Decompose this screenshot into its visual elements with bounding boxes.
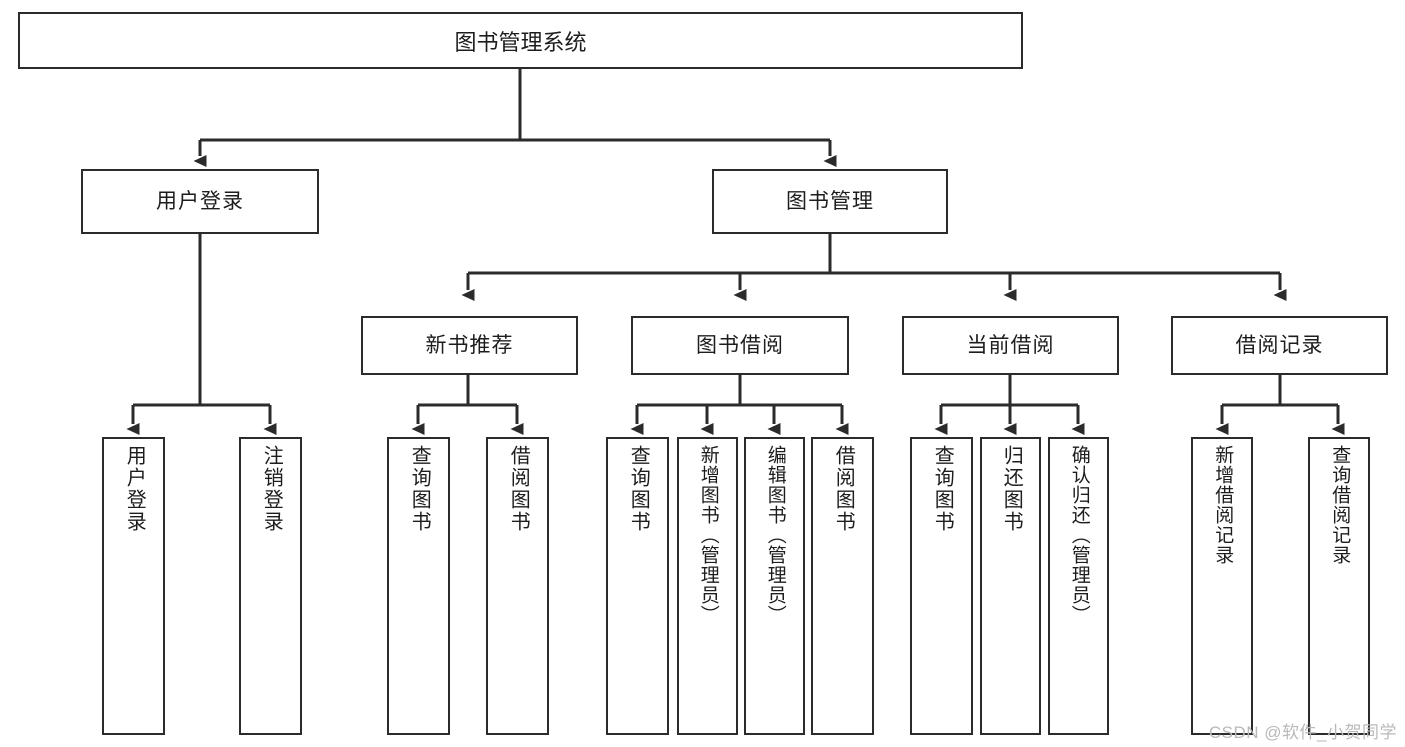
- node-label: 当前借阅: [966, 333, 1055, 357]
- node-label: 确认归还（管理员）: [1068, 445, 1090, 625]
- leaf-user-login-login[interactable]: 用户登录: [102, 437, 165, 735]
- leaf-recommend-borrow-book[interactable]: 借阅图书: [486, 437, 549, 735]
- node-root-system[interactable]: 图书管理系统: [18, 12, 1023, 69]
- node-label: 图书管理: [786, 189, 874, 213]
- node-new-book-recommend[interactable]: 新书推荐: [361, 316, 578, 375]
- node-label: 图书借阅: [696, 333, 784, 357]
- node-current-borrow[interactable]: 当前借阅: [902, 316, 1119, 375]
- leaf-borrow-borrow-book[interactable]: 借阅图书: [811, 437, 874, 735]
- node-label: 用户登录: [156, 189, 244, 213]
- node-label: 查询图书: [408, 445, 431, 533]
- watermark: CSDN @软件_小贺同学: [1208, 723, 1397, 742]
- node-user-login[interactable]: 用户登录: [81, 169, 319, 234]
- node-label: 编辑图书（管理员）: [764, 445, 786, 625]
- node-label: 查询图书: [627, 445, 650, 533]
- node-label: 新书推荐: [425, 333, 514, 357]
- node-label: 图书管理系统: [454, 29, 587, 55]
- leaf-borrow-add-book-admin[interactable]: 新增图书（管理员）: [677, 437, 738, 735]
- node-label: 借阅图书: [507, 445, 530, 533]
- node-label: 归还图书: [1000, 445, 1023, 533]
- node-label: 新增图书（管理员）: [697, 445, 719, 625]
- node-label: 查询借阅记录: [1329, 445, 1351, 565]
- node-label: 用户登录: [123, 445, 146, 533]
- node-label: 借阅记录: [1235, 333, 1324, 357]
- leaf-borrow-query-book[interactable]: 查询图书: [606, 437, 669, 735]
- leaf-record-add-record[interactable]: 新增借阅记录: [1191, 437, 1253, 735]
- leaf-record-query-record[interactable]: 查询借阅记录: [1308, 437, 1370, 735]
- node-borrow-record[interactable]: 借阅记录: [1171, 316, 1388, 375]
- leaf-current-confirm-return-admin[interactable]: 确认归还（管理员）: [1048, 437, 1109, 735]
- node-book-borrow[interactable]: 图书借阅: [631, 316, 849, 375]
- node-label: 注销登录: [260, 445, 283, 533]
- node-label: 借阅图书: [832, 445, 855, 533]
- leaf-current-query-book[interactable]: 查询图书: [910, 437, 973, 735]
- leaf-user-login-logout[interactable]: 注销登录: [239, 437, 302, 735]
- leaf-recommend-query-book[interactable]: 查询图书: [387, 437, 450, 735]
- node-label: 新增借阅记录: [1212, 445, 1234, 565]
- node-label: 查询图书: [931, 445, 954, 533]
- leaf-borrow-edit-book-admin[interactable]: 编辑图书（管理员）: [744, 437, 805, 735]
- leaf-current-return-book[interactable]: 归还图书: [980, 437, 1041, 735]
- node-book-management[interactable]: 图书管理: [712, 169, 948, 234]
